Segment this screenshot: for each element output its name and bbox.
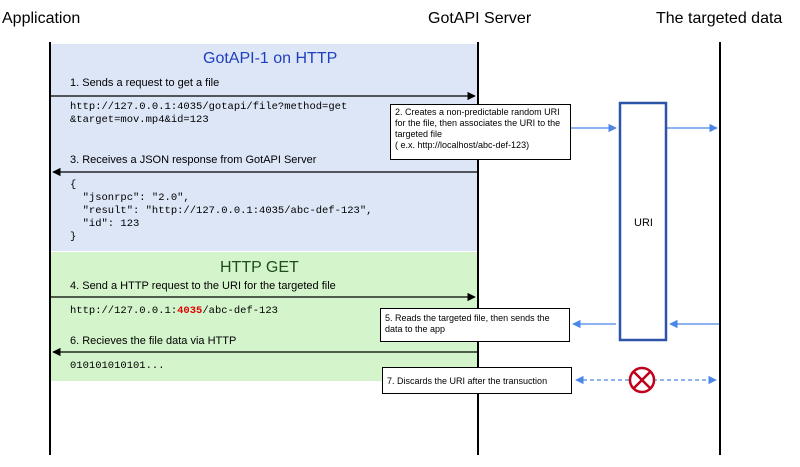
get-url: http://127.0.0.1:4035/abc-def-123 <box>70 305 278 318</box>
request-url: http://127.0.0.1:4035/gotapi/file?method… <box>70 101 347 127</box>
lane-header-data: The targeted data <box>656 10 783 27</box>
json-line: "jsonrpc": "2.0", <box>70 192 190 204</box>
step-1-label: 1. Sends a request to get a file <box>70 77 220 89</box>
request-url-line-1: http://127.0.0.1:4035/gotapi/file?method… <box>70 101 348 113</box>
request-url-line-2: &target=mov.mp4&id=123 <box>70 114 209 126</box>
http-get-band-title: HTTP GET <box>220 259 299 276</box>
uri-box-label: URI <box>634 217 653 229</box>
json-response: { "jsonrpc": "2.0", "result": "http://12… <box>70 179 372 244</box>
json-line: "id": 123 <box>70 218 140 230</box>
note-step-2-line-3: targeted file <box>395 129 443 139</box>
lane-header-server: GotAPI Server <box>428 10 532 27</box>
note-step-5-line-1: 5. Reads the targeted file, then sends t… <box>385 313 550 323</box>
note-step-2-line-4: ( e.x. http://localhost/abc-def-123) <box>395 140 530 150</box>
get-url-port: 4035 <box>177 305 203 317</box>
binary-data: 010101010101... <box>70 360 165 372</box>
json-line: } <box>70 231 77 243</box>
uri-box <box>618 101 668 342</box>
step-3-label: 3. Receives a JSON response from GotAPI … <box>70 154 317 166</box>
lane-header-application: Application <box>2 10 81 27</box>
note-step-7-text: 7. Discards the URI after the transuctio… <box>387 376 548 386</box>
step-6-label: 6. Recieves the file data via HTTP <box>70 335 237 347</box>
note-step-5-line-2: data to the app <box>385 324 446 334</box>
note-step-2: 2. Creates a non-predictable random URI … <box>390 104 571 160</box>
note-step-5: 5. Reads the targeted file, then sends t… <box>380 308 570 342</box>
crossed-circle-icon <box>628 366 656 394</box>
get-url-prefix: http://127.0.0.1: <box>70 305 178 317</box>
step-4-label: 4. Send a HTTP request to the URI for th… <box>70 280 336 292</box>
get-url-suffix: /abc-def-123 <box>202 305 278 317</box>
http-band-title: GotAPI-1 on HTTP <box>203 50 338 67</box>
note-step-2-line-1: 2. Creates a non-predictable random URI <box>395 107 560 117</box>
json-line: "result": "http://127.0.0.1:4035/abc-def… <box>70 205 373 217</box>
json-line: { <box>70 179 77 191</box>
note-step-7: 7. Discards the URI after the transuctio… <box>382 367 572 394</box>
note-step-2-line-2: for the file, then associates the URI to… <box>395 118 561 128</box>
